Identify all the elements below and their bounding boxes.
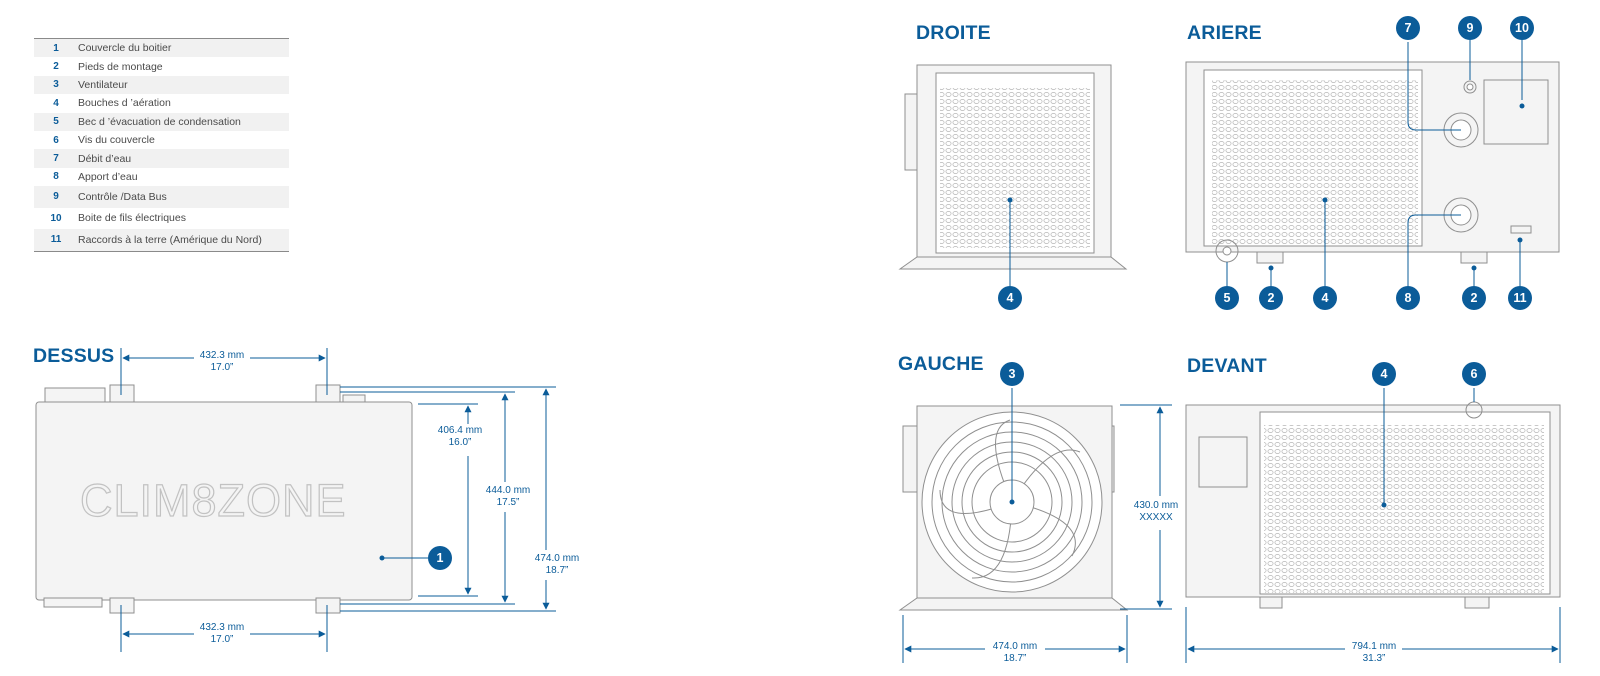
legend-number: 8: [53, 171, 59, 183]
legend-label: Apport d’eau: [78, 170, 138, 183]
callout-badge-2: 2: [1259, 286, 1283, 310]
legend-row: 6 Vis du couvercle: [34, 131, 289, 149]
callout-badge-4: 4: [1372, 362, 1396, 386]
legend-label: Bec d ’évacuation de condensation: [78, 112, 289, 131]
legend-number: 10: [50, 212, 62, 224]
front-view-dimension-lines: [1185, 388, 1561, 663]
callout-badge-8: 8: [1396, 286, 1420, 310]
callout-badge-11: 11: [1508, 286, 1532, 310]
legend-number: 3: [34, 75, 78, 95]
legend-row: 4 Bouches d ’aération: [34, 94, 289, 112]
view-title-rear: ARIERE: [1187, 22, 1262, 44]
legend-label: Bouches d ’aération: [78, 97, 171, 110]
view-title-right: DROITE: [916, 22, 991, 44]
callout-badge-2: 2: [1462, 286, 1486, 310]
view-title-front: DEVANT: [1187, 355, 1267, 377]
legend-number: 6: [53, 134, 59, 146]
legend-number: 7: [34, 149, 78, 168]
brand-logo: CLIM8ZONE: [80, 475, 347, 526]
legend-number: 2: [53, 61, 59, 73]
top-view-dimension-lines: [120, 348, 556, 652]
callout-badge-6: 6: [1462, 362, 1486, 386]
callout-badge-4: 4: [1313, 286, 1337, 310]
callout-badge-5: 5: [1215, 286, 1239, 310]
rear-view-outline: [1185, 61, 1560, 264]
legend-label: Débit d’eau: [78, 149, 289, 168]
callout-badge-10: 10: [1510, 16, 1534, 40]
legend-row: 10 Boite de fils électriques: [34, 208, 289, 230]
legend-row: 2 Pieds de montage: [34, 57, 289, 75]
legend-number: 4: [53, 97, 59, 109]
legend-number: 1: [34, 38, 78, 58]
callout-badge-4: 4: [998, 286, 1022, 310]
rear-view-leader-lines: [1226, 40, 1523, 288]
callout-badge-7: 7: [1396, 16, 1420, 40]
legend-number: 11: [34, 229, 78, 252]
legend-label: Ventilateur: [78, 75, 289, 95]
left-view-dimension-lines: [902, 388, 1172, 663]
legend-label: Raccords à la terre (Amérique du Nord): [78, 229, 289, 252]
left-view-outline: [898, 405, 1129, 611]
legend-label: Pieds de montage: [78, 60, 163, 73]
callout-badge-9: 9: [1458, 16, 1482, 40]
legend-label: Couvercle du boitier: [78, 38, 289, 58]
top-view-outline: [35, 384, 413, 614]
view-title-left: GAUCHE: [898, 353, 984, 375]
right-view-outline: [898, 64, 1128, 270]
view-title-top: DESSUS: [33, 345, 115, 367]
legend-row: 8 Apport d’eau: [34, 168, 289, 186]
legend-number: 9: [34, 186, 78, 208]
legend-number: 5: [34, 112, 78, 131]
legend-label: Vis du couvercle: [78, 134, 155, 147]
legend-label: Boite de fils électriques: [78, 212, 186, 225]
callout-badge-3: 3: [1000, 362, 1024, 386]
legend-label: Contrôle /Data Bus: [78, 186, 289, 208]
callout-badge-1: 1: [428, 546, 452, 570]
front-view-outline: [1185, 401, 1561, 609]
